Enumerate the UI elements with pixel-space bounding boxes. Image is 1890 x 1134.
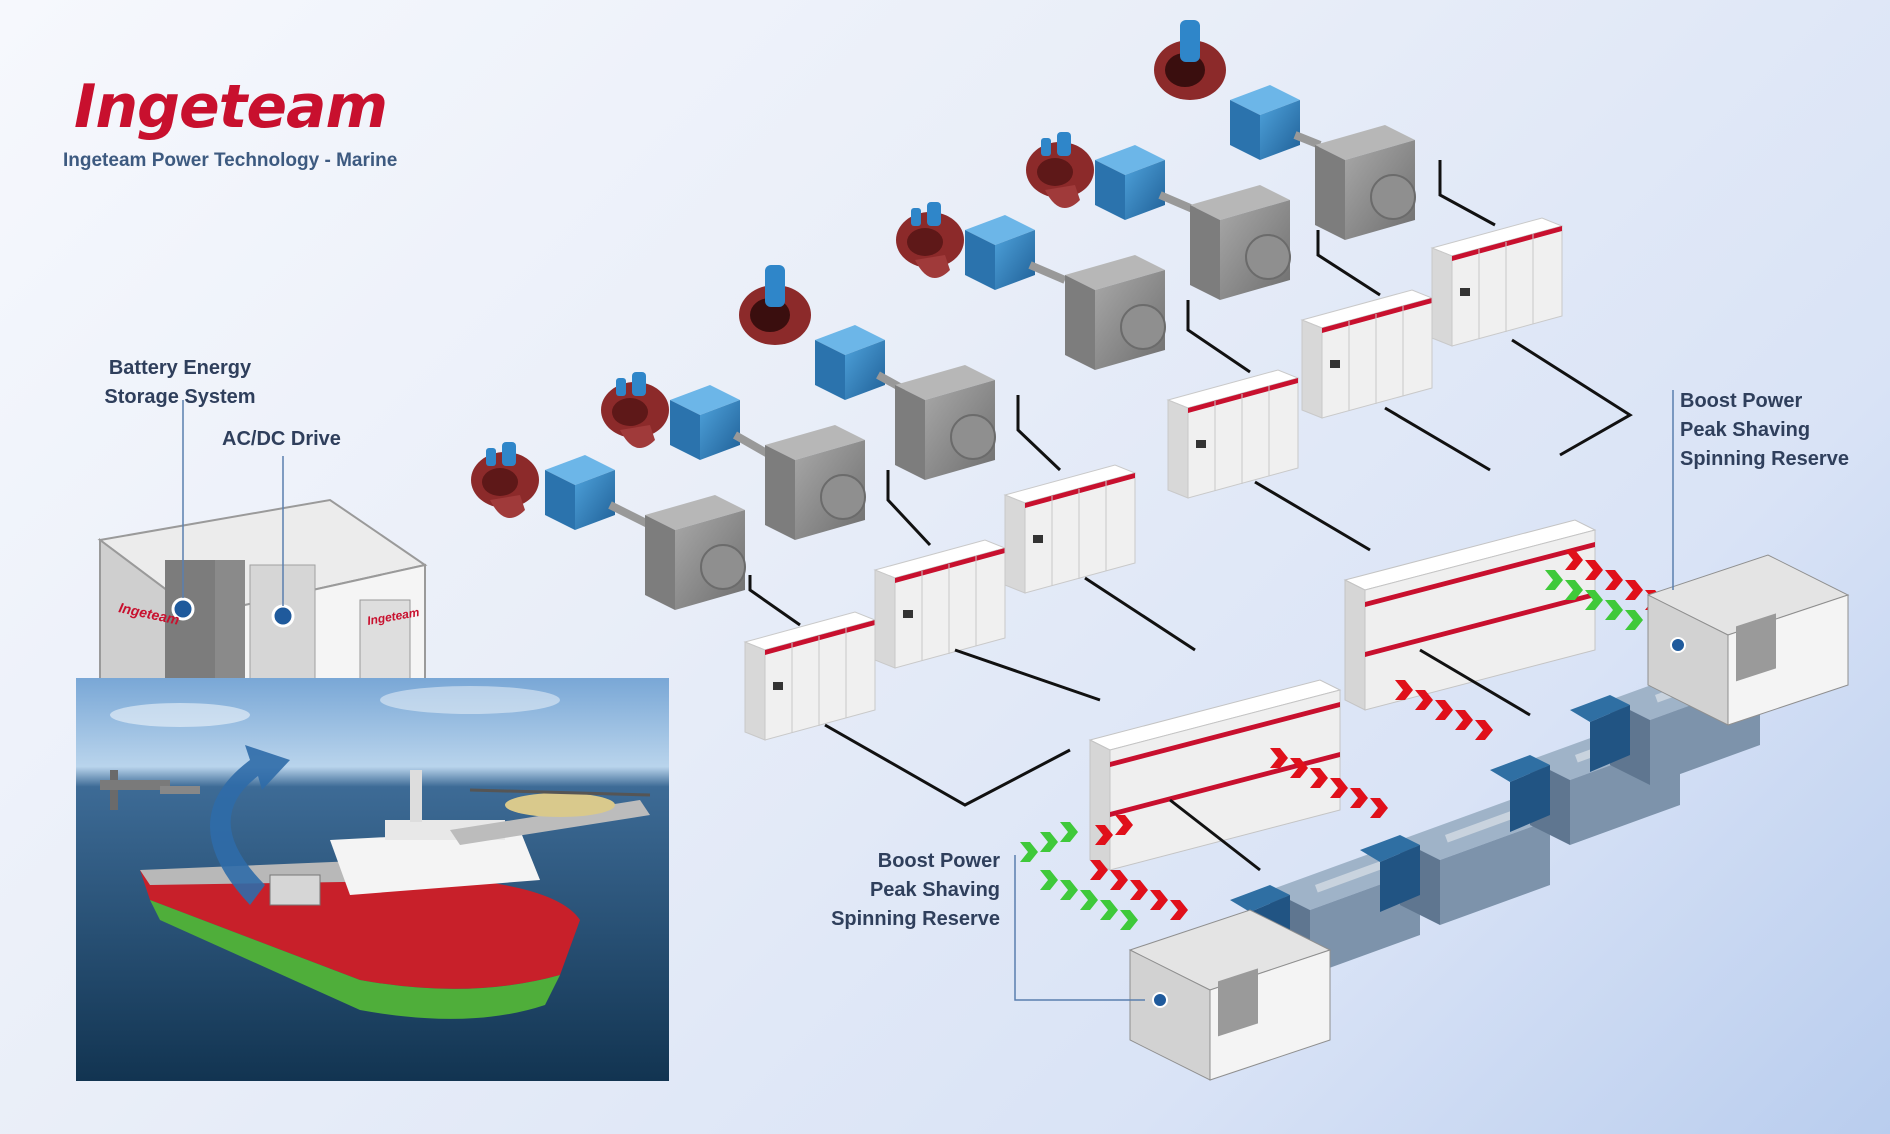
port-leader-line <box>1014 855 1145 1001</box>
motor-cables <box>748 160 1496 627</box>
drive-cabinet-1 <box>744 611 876 741</box>
right-label-line1: Boost Power <box>1680 390 1803 412</box>
drive-cabinet-6 <box>1431 217 1563 347</box>
bus-cables <box>824 338 1633 807</box>
ship-photo <box>76 678 669 1081</box>
bess-label-line1: Battery Energy <box>108 357 252 379</box>
company-subtitle: Ingeteam Power Technology - Marine <box>63 150 398 171</box>
right-label-line2: Peak Shaving <box>1680 419 1811 441</box>
bess-container-starboard <box>1647 554 1849 726</box>
right-label-line3: Spinning Reserve <box>1680 448 1849 470</box>
drive-cabinet-2 <box>874 539 1006 669</box>
switchboard-starboard <box>1344 519 1596 711</box>
drive-cabinet-5 <box>1301 289 1433 419</box>
right-function-label: Boost Power Peak Shaving Spinning Reserv… <box>1680 387 1849 474</box>
genset-cables <box>1169 648 1531 872</box>
bottom-label-line1: Boost Power <box>877 850 1000 872</box>
ingeteam-logo: Ingeteam <box>74 72 388 142</box>
switchboard-port <box>1089 679 1341 871</box>
bottom-label-line3: Spinning Reserve <box>831 908 1000 930</box>
bess-label: Battery Energy Storage System <box>100 354 260 412</box>
propulsion-line-4 <box>896 202 1166 371</box>
propulsion-line-1 <box>471 442 746 611</box>
bottom-label-line2: Peak Shaving <box>869 879 1000 901</box>
propulsion-line-5 <box>1026 132 1291 301</box>
drive-cabinet-3 <box>1004 464 1136 594</box>
bottom-function-label: Boost Power Peak Shaving Spinning Reserv… <box>800 847 1000 934</box>
propulsion-line-6 <box>1154 20 1416 241</box>
bess-container-port <box>1129 909 1331 1081</box>
propulsion-line-2 <box>601 372 866 541</box>
drive-label: AC/DC Drive <box>222 428 341 450</box>
propulsion-line-3 <box>739 265 996 481</box>
drive-cabinet-4 <box>1167 369 1299 499</box>
bess-label-line2: Storage System <box>104 386 256 408</box>
